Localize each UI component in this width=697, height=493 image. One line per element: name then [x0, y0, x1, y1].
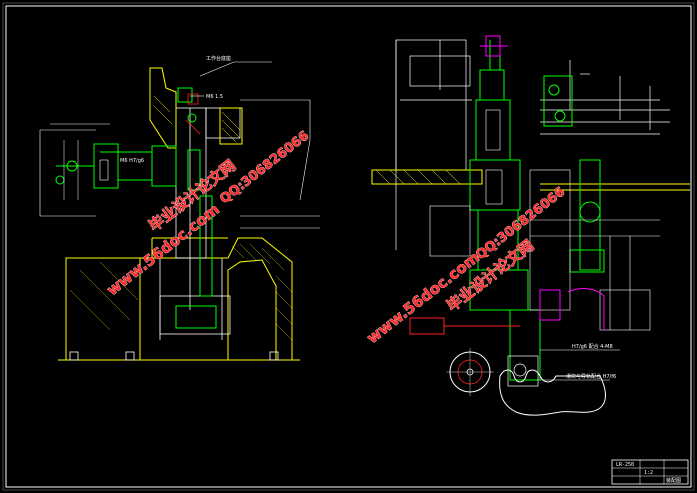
cam-wheel	[446, 348, 494, 396]
title-block: LR-250 1:2 装配图	[611, 459, 689, 485]
title-scale: 1:2	[644, 470, 653, 476]
note-lower: 滑块与导轨配合 H7/f6	[566, 373, 616, 380]
note-upper: H7/g6 配合 4-M8	[572, 343, 613, 350]
watermark-left: 毕业设计论文网 www.56doc.com QQ:306826066	[103, 128, 312, 299]
left-assembly-view: 工作台底座 M6 1.5 M6 H7/g6	[39, 55, 320, 361]
small-label: M6 1.5	[206, 94, 223, 100]
note-label: M6 H7/g6	[120, 158, 144, 164]
watermark-right: 毕业设计论文网 www.56doc.com QQ:306826066	[363, 184, 568, 347]
title-code: LR-250	[616, 462, 634, 468]
callout-label: 工作台底座	[206, 55, 231, 62]
break-line	[499, 369, 606, 416]
drawing-frame	[5, 5, 692, 488]
title-sheet: 装配图	[666, 477, 681, 484]
right-assembly-view: H7/g6 配合 4-M8 滑块与导轨配合 H7/f6	[371, 35, 690, 416]
